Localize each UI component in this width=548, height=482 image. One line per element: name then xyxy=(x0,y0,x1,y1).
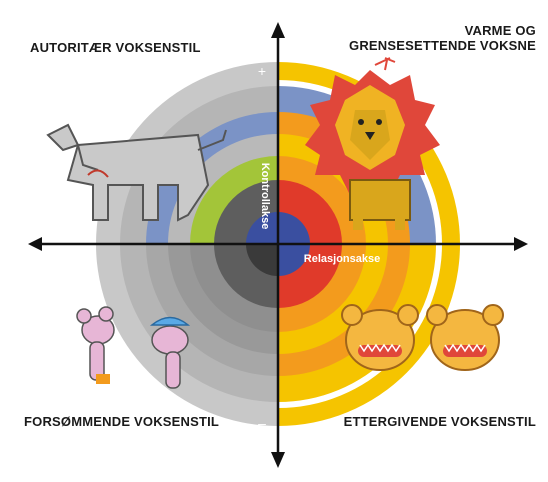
left-ring-center-blue xyxy=(246,212,278,244)
quadrant-label-top-right: VARME OG GRENSESETTENDE VOKSNE xyxy=(349,23,536,53)
mice-illustration xyxy=(76,306,191,389)
quadrant-label-bottom-left: FORSØMMENDE VOKSENSTIL xyxy=(24,414,220,429)
marker-bottom-minus: – xyxy=(258,415,266,431)
horizontal-axis-arrow-left xyxy=(28,237,42,251)
quadrant-label-top-right-line2: GRENSESETTENDE VOKSNE xyxy=(349,38,536,53)
left-ring-center-dark xyxy=(246,244,278,276)
axes xyxy=(28,22,528,468)
horizontal-axis-arrow-right xyxy=(514,237,528,251)
lion-illustration xyxy=(305,57,440,230)
horizontal-axis-label: Relasjonsakse xyxy=(304,253,380,265)
vertical-axis-label: Kontrollakse xyxy=(259,163,271,230)
vertical-axis-arrow-bottom xyxy=(271,452,285,468)
elephant-illustration xyxy=(46,123,227,222)
quadrant-label-bottom-right: ETTERGIVENDE VOKSENSTIL xyxy=(343,414,536,429)
bears-illustration xyxy=(341,304,504,371)
quadrant-label-top-left: AUTORITÆR VOKSENSTIL xyxy=(30,40,201,55)
marker-top-plus: + xyxy=(258,63,266,79)
vertical-axis-arrow-top xyxy=(271,22,285,38)
marker-left-minus: – xyxy=(72,251,80,267)
quadrant-label-top-right-line1: VARME OG xyxy=(464,23,536,38)
marker-right-plus: + xyxy=(479,251,487,267)
